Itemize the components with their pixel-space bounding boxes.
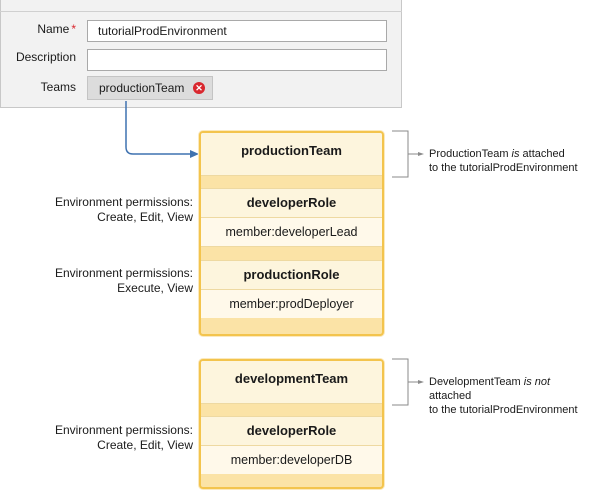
development-bracket <box>392 358 409 406</box>
team-chip-label: productionTeam <box>99 81 185 95</box>
panel-divider <box>0 11 402 12</box>
description-label: Description <box>15 50 76 64</box>
production-production-permissions: Environment permissions: Execute, View <box>54 266 193 295</box>
development-developer-member: member:developerDB <box>201 445 382 474</box>
production-developer-permissions: Environment permissions: Create, Edit, V… <box>54 195 193 224</box>
production-attached-note: ProductionTeam is attached to the tutori… <box>429 148 578 174</box>
required-mark: * <box>71 22 76 36</box>
production-production-member: member:prodDeployer <box>201 289 382 318</box>
connector-line <box>125 101 192 155</box>
production-bracket <box>392 130 409 178</box>
development-team-title: developmentTeam <box>201 361 382 403</box>
development-not-attached-note: DevelopmentTeam is not attached to the t… <box>429 376 578 416</box>
production-team-title: productionTeam <box>201 133 382 175</box>
development-team-box: developmentTeam developerRole member:dev… <box>199 359 384 489</box>
development-developer-role: developerRole <box>201 416 382 445</box>
teams-label: Teams <box>40 80 76 94</box>
connector-arrowhead <box>190 150 199 158</box>
production-production-role: productionRole <box>201 260 382 289</box>
team-chip[interactable]: productionTeam ✕ <box>87 76 213 100</box>
production-developer-member: member:developerLead <box>201 217 382 246</box>
name-input[interactable]: tutorialProdEnvironment <box>87 20 387 42</box>
description-input[interactable] <box>87 49 387 71</box>
production-developer-role: developerRole <box>201 188 382 217</box>
production-team-box: productionTeam developerRole member:deve… <box>199 131 384 336</box>
development-developer-permissions: Environment permissions: Create, Edit, V… <box>54 423 193 452</box>
name-label: Name* <box>37 22 76 36</box>
close-icon[interactable]: ✕ <box>193 82 205 94</box>
